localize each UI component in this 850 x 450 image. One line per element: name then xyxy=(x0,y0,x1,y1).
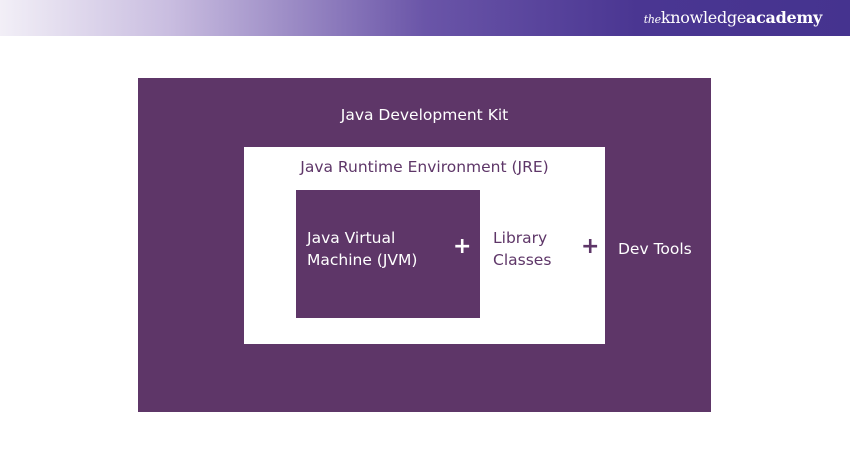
jvm-label-line1: Java Virtual xyxy=(307,229,396,247)
library-label-line2: Classes xyxy=(493,251,552,269)
logo-prefix: the xyxy=(643,13,661,26)
header-bar: theknowledgeacademy xyxy=(0,0,850,36)
logo-main: knowledge xyxy=(660,8,747,27)
brand-logo: theknowledgeacademy xyxy=(643,8,823,27)
logo-bold: academy xyxy=(746,8,822,27)
jre-label: Java Runtime Environment (JRE) xyxy=(300,158,549,176)
dev-tools-label: Dev Tools xyxy=(618,240,692,258)
jvm-box xyxy=(296,190,480,318)
plus-sign-1: + xyxy=(453,234,472,259)
plus-sign-2: + xyxy=(581,234,600,259)
jdk-label: Java Development Kit xyxy=(340,106,509,124)
library-label-line1: Library xyxy=(493,229,548,247)
jvm-label-line2: Machine (JVM) xyxy=(307,251,418,269)
